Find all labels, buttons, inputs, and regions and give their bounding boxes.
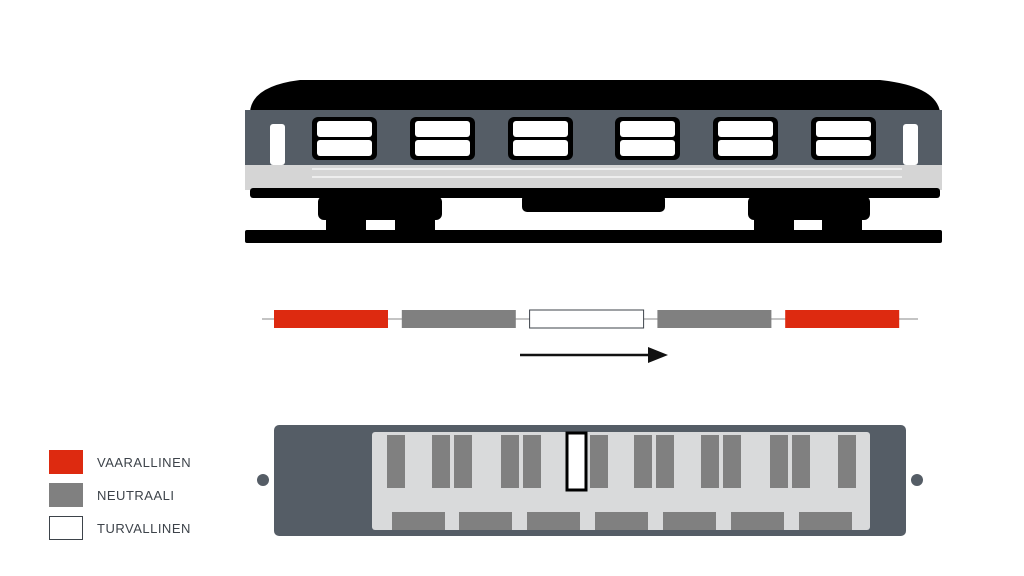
center-box — [522, 194, 665, 212]
zone-bar — [262, 309, 918, 329]
window-pane — [718, 140, 773, 156]
legend-item-danger: VAARALLINEN — [49, 450, 191, 474]
wheel — [754, 215, 794, 231]
seat — [454, 435, 472, 488]
wheel — [395, 215, 435, 231]
top-view-interior — [372, 432, 870, 530]
coupler-right — [911, 474, 923, 486]
bogie-right — [748, 196, 870, 220]
legend-item-neutral: NEUTRAALI — [49, 483, 174, 507]
seat — [701, 435, 719, 488]
seat — [838, 435, 856, 488]
legend-label: NEUTRAALI — [97, 487, 175, 503]
seat — [634, 435, 652, 488]
seat — [723, 435, 741, 488]
window-pane — [317, 140, 372, 156]
window-pane — [816, 140, 871, 156]
table — [799, 512, 852, 530]
legend-label: VAARALLINEN — [97, 454, 192, 470]
window-pane — [513, 121, 568, 137]
table — [595, 512, 648, 530]
seat — [523, 435, 541, 488]
wheel — [822, 215, 862, 231]
window-pane — [620, 140, 675, 156]
table — [731, 512, 784, 530]
bogie-left — [318, 196, 442, 220]
band-line — [312, 168, 902, 170]
legend-label: TURVALLINEN — [97, 520, 191, 536]
seat — [590, 435, 608, 488]
table — [527, 512, 580, 530]
band-line — [312, 176, 902, 178]
legend-swatch-safe — [49, 516, 83, 540]
door-window-right — [903, 124, 918, 165]
direction-arrow — [520, 347, 668, 363]
legend-item-safe: TURVALLINEN — [49, 516, 191, 540]
seat — [387, 435, 405, 488]
table — [663, 512, 716, 530]
window-pane — [513, 140, 568, 156]
window-pane — [718, 121, 773, 137]
zone-segment — [401, 310, 516, 328]
rail — [245, 230, 942, 243]
seat — [432, 435, 450, 488]
seat — [656, 435, 674, 488]
window-pane — [415, 140, 470, 156]
table — [459, 512, 512, 530]
window-pane — [816, 121, 871, 137]
window-pane — [620, 121, 675, 137]
legend-swatch-neutral — [49, 483, 83, 507]
table — [392, 512, 445, 530]
zone-segment — [529, 309, 645, 329]
coupler-left — [257, 474, 269, 486]
window-pane — [415, 121, 470, 137]
seat — [792, 435, 810, 488]
seat-safe-highlight — [565, 431, 588, 492]
zone-segment — [274, 310, 388, 328]
door-window-left — [270, 124, 285, 165]
zone-segment — [657, 310, 772, 328]
seat — [501, 435, 519, 488]
wheel — [326, 215, 366, 231]
train-top-view — [257, 425, 923, 536]
underframe — [250, 188, 940, 198]
zone-segment — [785, 310, 900, 328]
train-side-view — [245, 80, 942, 243]
legend-swatch-danger — [49, 450, 83, 474]
seat — [770, 435, 788, 488]
window-pane — [317, 121, 372, 137]
train-roof — [250, 80, 940, 112]
